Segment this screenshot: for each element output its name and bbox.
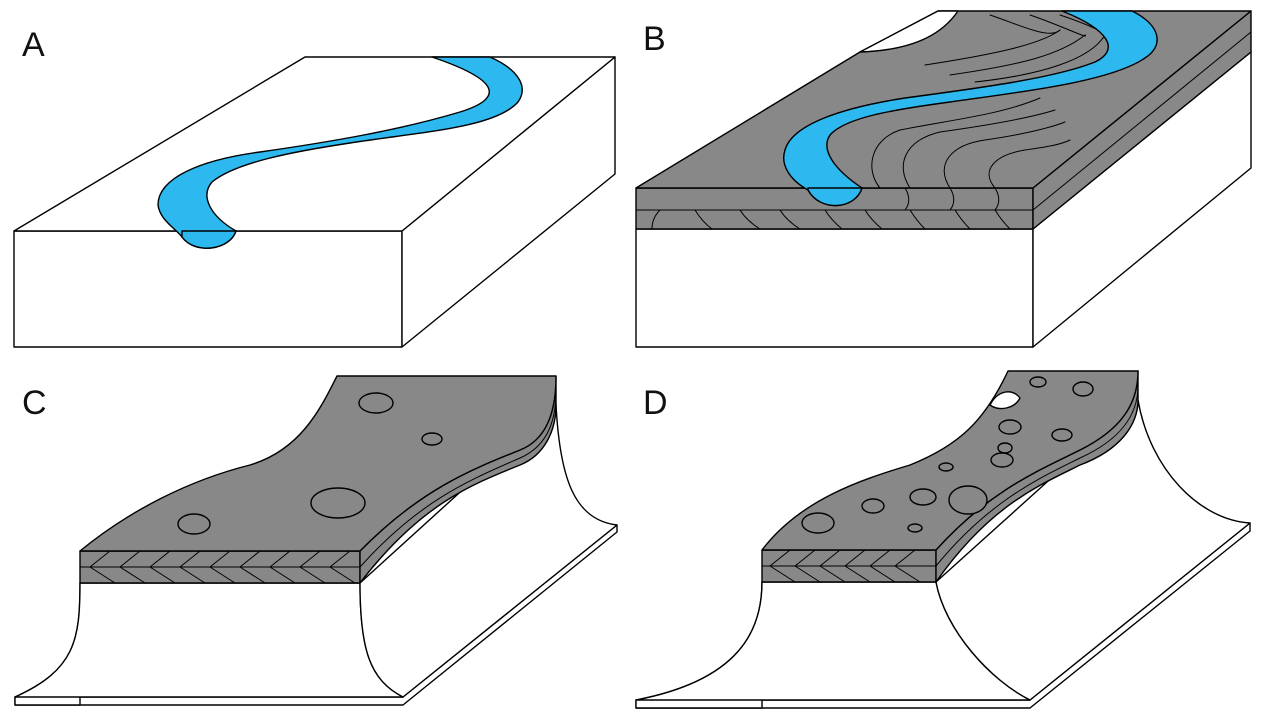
panel-b-cross-strata: [824, 209, 843, 230]
panel-b-scroll-arc: [1029, 14, 1086, 37]
panel-c-pond: [421, 432, 443, 446]
panel-d-pond: [909, 488, 937, 506]
panel-c-front-cliff: [14, 582, 404, 698]
panel-b-cross-strata: [694, 209, 713, 230]
panel-d-cross-strata: [769, 565, 921, 583]
panel-c-cross-strata: [89, 566, 356, 584]
panel-c: C: [14, 375, 618, 706]
panel-c-pond: [177, 513, 211, 535]
panel-b-cross-strata: [864, 209, 883, 230]
panel-d-label: D: [643, 384, 668, 422]
panel-c-pond: [310, 487, 366, 519]
panel-d-pond: [1051, 428, 1073, 442]
panel-b-cross-strata: [651, 209, 661, 230]
panel-b-basement-front: [635, 228, 1034, 348]
panel-d-pond: [948, 485, 988, 515]
panel-b-scroll-arc: [989, 14, 1061, 34]
panel-b-scroll-arc: [943, 121, 1066, 189]
panel-c-label: C: [22, 384, 47, 422]
panel-b-cross-strata: [994, 187, 1000, 211]
panel-d-cross-strata: [769, 549, 916, 567]
panel-b-scroll-arc: [988, 139, 1071, 189]
panel-b-cross-strata: [739, 209, 761, 230]
panel-b-cross-strata: [779, 209, 801, 230]
panel-d: D: [635, 370, 1251, 709]
panel-b-scroll-arc: [949, 34, 1086, 76]
panel-c-pond: [358, 392, 394, 414]
panel-d-pond: [997, 442, 1013, 454]
panel-c-layer-boundary-side: [359, 390, 557, 568]
panel-d-pond: [998, 419, 1022, 435]
panel-a-label: A: [22, 26, 45, 64]
panel-d-layer-boundary-side: [935, 385, 1139, 567]
panel-b-label: B: [643, 20, 666, 58]
panel-b-cross-strata: [909, 209, 926, 230]
panel-b-scroll-arc: [974, 34, 1106, 83]
panel-d-pond: [801, 512, 835, 534]
panel-a: A: [13, 26, 616, 348]
panel-b-scroll-arc: [871, 97, 1041, 189]
panel-d-pond: [1029, 376, 1047, 388]
panel-b-layer-boundary-side: [1032, 31, 1252, 211]
panel-b-cross-strata: [949, 187, 955, 211]
panel-b-scroll-arc: [924, 29, 1061, 66]
panel-c-cross-strata: [89, 550, 351, 568]
panel-b-scroll-arc: [902, 109, 1056, 189]
panel-b-eroded-notch: [859, 10, 959, 53]
panel-d-pond: [938, 462, 954, 472]
panel-a-river-front: [181, 230, 237, 249]
panel-c-top-surface: [79, 375, 557, 552]
panel-b-cross-strata: [904, 187, 910, 211]
panel-d-pond: [861, 498, 885, 514]
panel-b-cross-strata: [994, 209, 1011, 230]
panel-d-pond: [1072, 381, 1094, 397]
panel-b: B: [635, 10, 1252, 348]
panel-b-river-front: [807, 187, 863, 207]
panel-d-pond: [990, 452, 1014, 468]
panel-d-top-surface: [761, 370, 1139, 551]
panel-d-pond: [907, 523, 923, 533]
panel-c-right-flank: [359, 404, 618, 698]
panel-d-eroded-notch: [989, 391, 1021, 410]
panel-d-right-flank: [935, 399, 1251, 701]
panel-b-cross-strata: [954, 209, 971, 230]
